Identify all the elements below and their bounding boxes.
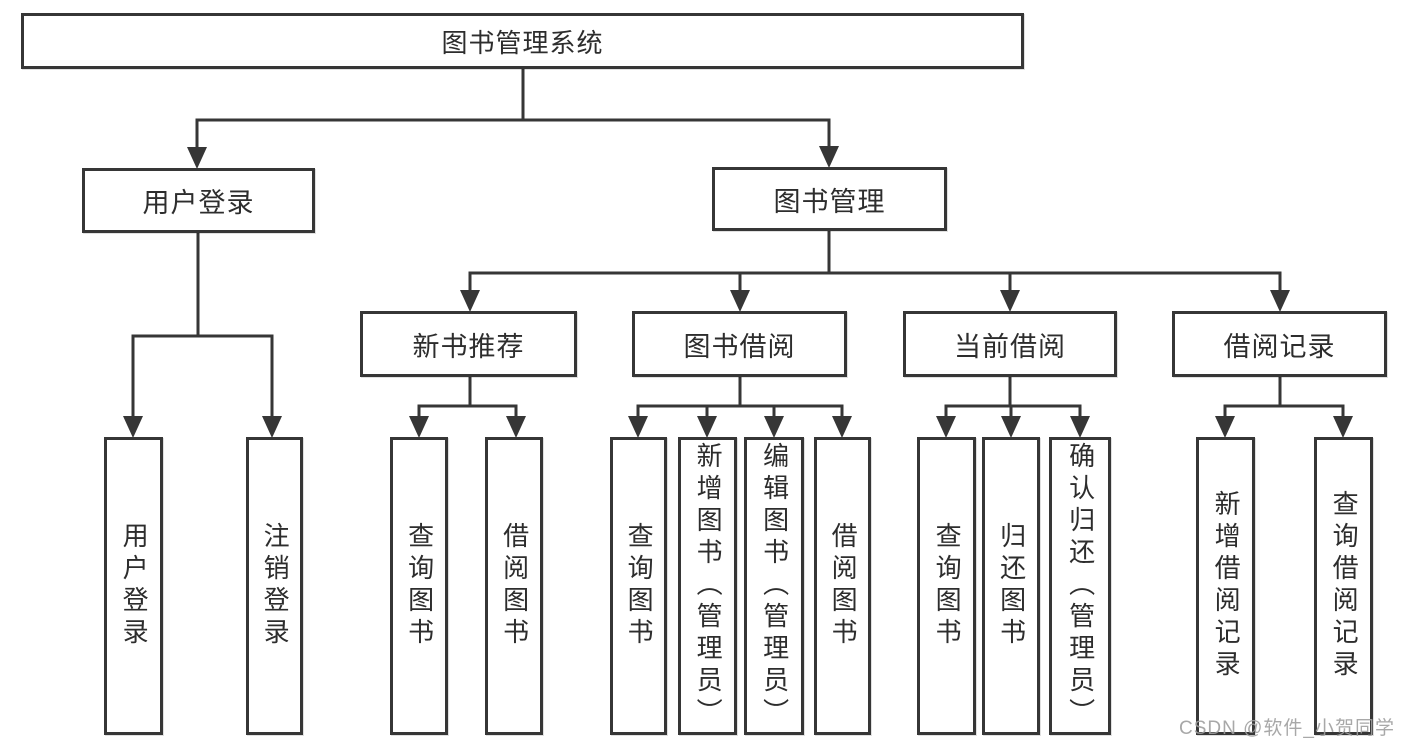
leaf-confirm-return-admin: 确认归还（管理员） bbox=[1049, 437, 1111, 735]
node-book-management: 图书管理 bbox=[712, 167, 947, 231]
node-label: 图书管理 bbox=[773, 186, 886, 217]
leaf-query-books-3: 查询图书 bbox=[917, 437, 976, 735]
leaf-add-books-admin: 新增图书（管理员） bbox=[678, 437, 737, 735]
node-label: 新增图书（管理员） bbox=[693, 442, 724, 730]
node-label: 用户登录 bbox=[142, 188, 255, 218]
node-label: 图书管理系统 bbox=[441, 27, 604, 58]
leaf-logout: 注销登录 bbox=[246, 437, 303, 735]
csdn-watermark: CSDN @软件_小贺同学 bbox=[1179, 718, 1395, 739]
edge-book-borrowing bbox=[636, 376, 844, 418]
node-user-login: 用户登录 bbox=[82, 168, 315, 233]
edge-new-book-recommend bbox=[417, 376, 518, 418]
node-label: 查询图书 bbox=[624, 522, 655, 650]
node-label: 编辑图书（管理员） bbox=[759, 442, 790, 730]
node-label: 借阅图书 bbox=[499, 522, 530, 650]
node-borrow-records: 借阅记录 bbox=[1172, 311, 1387, 377]
node-label: 借阅图书 bbox=[828, 522, 859, 650]
node-label: 当前借阅 bbox=[954, 331, 1066, 362]
edge-user-login bbox=[131, 232, 274, 418]
edge-root bbox=[195, 68, 831, 148]
node-label: 归还图书 bbox=[996, 522, 1027, 650]
leaf-query-books-1: 查询图书 bbox=[390, 437, 448, 735]
node-label: 查询图书 bbox=[404, 522, 435, 650]
leaf-borrow-books-1: 借阅图书 bbox=[485, 437, 543, 735]
leaf-query-borrow-record: 查询借阅记录 bbox=[1314, 437, 1373, 735]
node-label: 查询图书 bbox=[932, 522, 963, 650]
node-label: 注销登录 bbox=[260, 522, 291, 650]
node-current-borrowing: 当前借阅 bbox=[903, 311, 1117, 377]
node-label: 图书借阅 bbox=[683, 331, 796, 362]
leaf-user-login: 用户登录 bbox=[104, 437, 163, 735]
edge-borrow-records bbox=[1223, 376, 1345, 418]
edge-book-management bbox=[468, 230, 1282, 292]
node-label: 查询借阅记录 bbox=[1329, 490, 1360, 682]
node-label: 借阅记录 bbox=[1223, 331, 1336, 362]
node-label: 新书推荐 bbox=[412, 331, 525, 362]
node-label: 用户登录 bbox=[119, 522, 150, 650]
node-system-root: 图书管理系统 bbox=[21, 13, 1024, 69]
node-label: 确认归还（管理员） bbox=[1065, 442, 1096, 730]
arrowheads bbox=[123, 146, 1353, 438]
node-new-book-recommend: 新书推荐 bbox=[360, 311, 577, 377]
leaf-add-borrow-record: 新增借阅记录 bbox=[1196, 437, 1255, 735]
node-book-borrowing: 图书借阅 bbox=[632, 311, 847, 377]
leaf-query-books-2: 查询图书 bbox=[610, 437, 667, 735]
leaf-return-books: 归还图书 bbox=[982, 437, 1040, 735]
leaf-edit-books-admin: 编辑图书（管理员） bbox=[744, 437, 804, 735]
edge-current-borrowing bbox=[944, 376, 1082, 418]
node-label: 新增借阅记录 bbox=[1211, 490, 1242, 682]
leaf-borrow-books-2: 借阅图书 bbox=[814, 437, 871, 735]
